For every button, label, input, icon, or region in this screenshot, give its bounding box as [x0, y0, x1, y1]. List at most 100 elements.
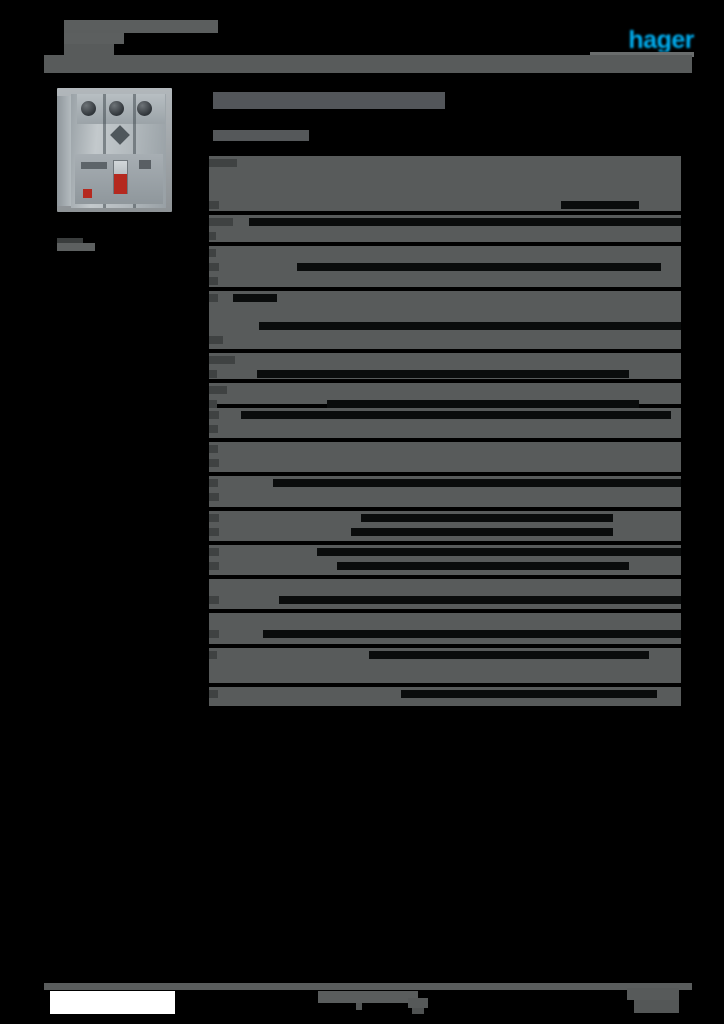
spec-row-label	[209, 263, 219, 271]
mccb-product-photo	[57, 88, 172, 212]
mccb-terminal-screw-1	[81, 101, 96, 116]
spec-row-value	[259, 322, 681, 330]
spec-group	[209, 579, 681, 609]
spec-row-label	[209, 400, 217, 408]
spec-row-label	[209, 336, 223, 344]
spec-row	[209, 422, 681, 436]
spec-row	[209, 648, 681, 662]
mccb-test-button	[83, 189, 92, 198]
spec-row-label	[209, 218, 233, 226]
spec-group	[209, 442, 681, 472]
spec-row	[209, 229, 681, 243]
header-rule	[44, 55, 692, 73]
footer-center-text-extra-2	[412, 1008, 424, 1014]
spec-row	[209, 260, 681, 274]
footer-rule	[44, 983, 692, 990]
spec-row-value	[369, 651, 649, 659]
hager-logo: hager	[628, 28, 694, 52]
spec-row-label	[209, 493, 219, 501]
spec-row	[209, 367, 681, 381]
spec-row-label	[209, 370, 217, 378]
spec-row	[209, 511, 681, 525]
spec-row-value	[297, 263, 661, 271]
product-figure	[57, 88, 172, 212]
mccb-trip-indicator	[114, 174, 127, 194]
spec-row	[209, 319, 681, 333]
spec-row-label	[209, 548, 219, 556]
spec-row	[209, 627, 681, 641]
hager-logo-underline-redaction	[590, 52, 694, 57]
spec-row-label	[209, 294, 218, 302]
spec-row-value	[241, 411, 671, 419]
mccb-pole-divider-1	[103, 94, 106, 208]
mccb-terminal-screw-2	[109, 101, 124, 116]
spec-row	[209, 274, 681, 288]
spec-row	[209, 545, 681, 559]
spec-row	[209, 662, 681, 676]
page-subtitle	[213, 130, 309, 141]
spec-row-label	[209, 630, 219, 638]
spec-row-label	[209, 411, 219, 419]
spec-row-label	[209, 445, 218, 453]
spec-row	[209, 408, 681, 422]
spec-row-value	[401, 690, 657, 698]
spec-group	[209, 291, 681, 349]
footer-center-text	[318, 991, 418, 1003]
mccb-terminal-screw-3	[137, 101, 152, 116]
spec-row-value	[257, 370, 629, 378]
spec-row-value	[337, 562, 629, 570]
spec-group	[209, 511, 681, 541]
spec-row-label	[209, 356, 235, 364]
spec-row-label	[209, 479, 218, 487]
spec-row	[209, 456, 681, 470]
spec-row	[209, 156, 681, 170]
spec-row	[209, 246, 681, 260]
spec-row-label	[209, 232, 216, 240]
document-title-line-1	[64, 20, 218, 33]
spec-row	[209, 687, 681, 701]
spec-row-label	[209, 514, 219, 522]
spec-group	[209, 408, 681, 438]
spec-group	[209, 613, 681, 644]
spec-row-label	[209, 201, 219, 209]
specification-table	[209, 156, 681, 710]
spec-row-value	[361, 514, 613, 522]
spec-row-value	[561, 201, 639, 209]
spec-row	[209, 215, 681, 229]
footer-center-text-descender	[356, 1003, 362, 1010]
spec-row-label	[209, 562, 219, 570]
mccb-brand-marking	[81, 162, 107, 169]
spec-row	[209, 442, 681, 456]
spec-row-value	[351, 528, 613, 536]
spec-group	[209, 156, 681, 211]
spec-row	[209, 593, 681, 607]
spec-row-value	[273, 479, 681, 487]
spec-row-value	[249, 218, 681, 226]
mccb-left-flange	[57, 96, 73, 206]
mccb-pole-divider-2	[133, 94, 136, 208]
spec-row-label	[209, 159, 237, 167]
spec-row	[209, 184, 681, 198]
spec-row	[209, 613, 681, 627]
spec-row	[209, 525, 681, 539]
spec-row	[209, 353, 681, 367]
mccb-rating-marking	[139, 160, 151, 169]
spec-row	[209, 559, 681, 573]
spec-row-label	[209, 651, 217, 659]
spec-row	[209, 579, 681, 593]
spec-group	[209, 545, 681, 575]
footer-left-block	[50, 991, 175, 1014]
spec-group	[209, 215, 681, 242]
page-title	[213, 92, 445, 109]
spec-row-value	[233, 294, 277, 302]
footer-page-number-secondary	[634, 1000, 679, 1013]
spec-row	[209, 198, 681, 212]
figure-caption-line-1	[57, 238, 83, 243]
spec-row-label	[209, 277, 218, 285]
spec-row-label	[209, 528, 219, 536]
spec-row	[209, 383, 681, 397]
spec-row	[209, 397, 681, 411]
spec-row	[209, 476, 681, 490]
spec-row	[209, 291, 681, 305]
